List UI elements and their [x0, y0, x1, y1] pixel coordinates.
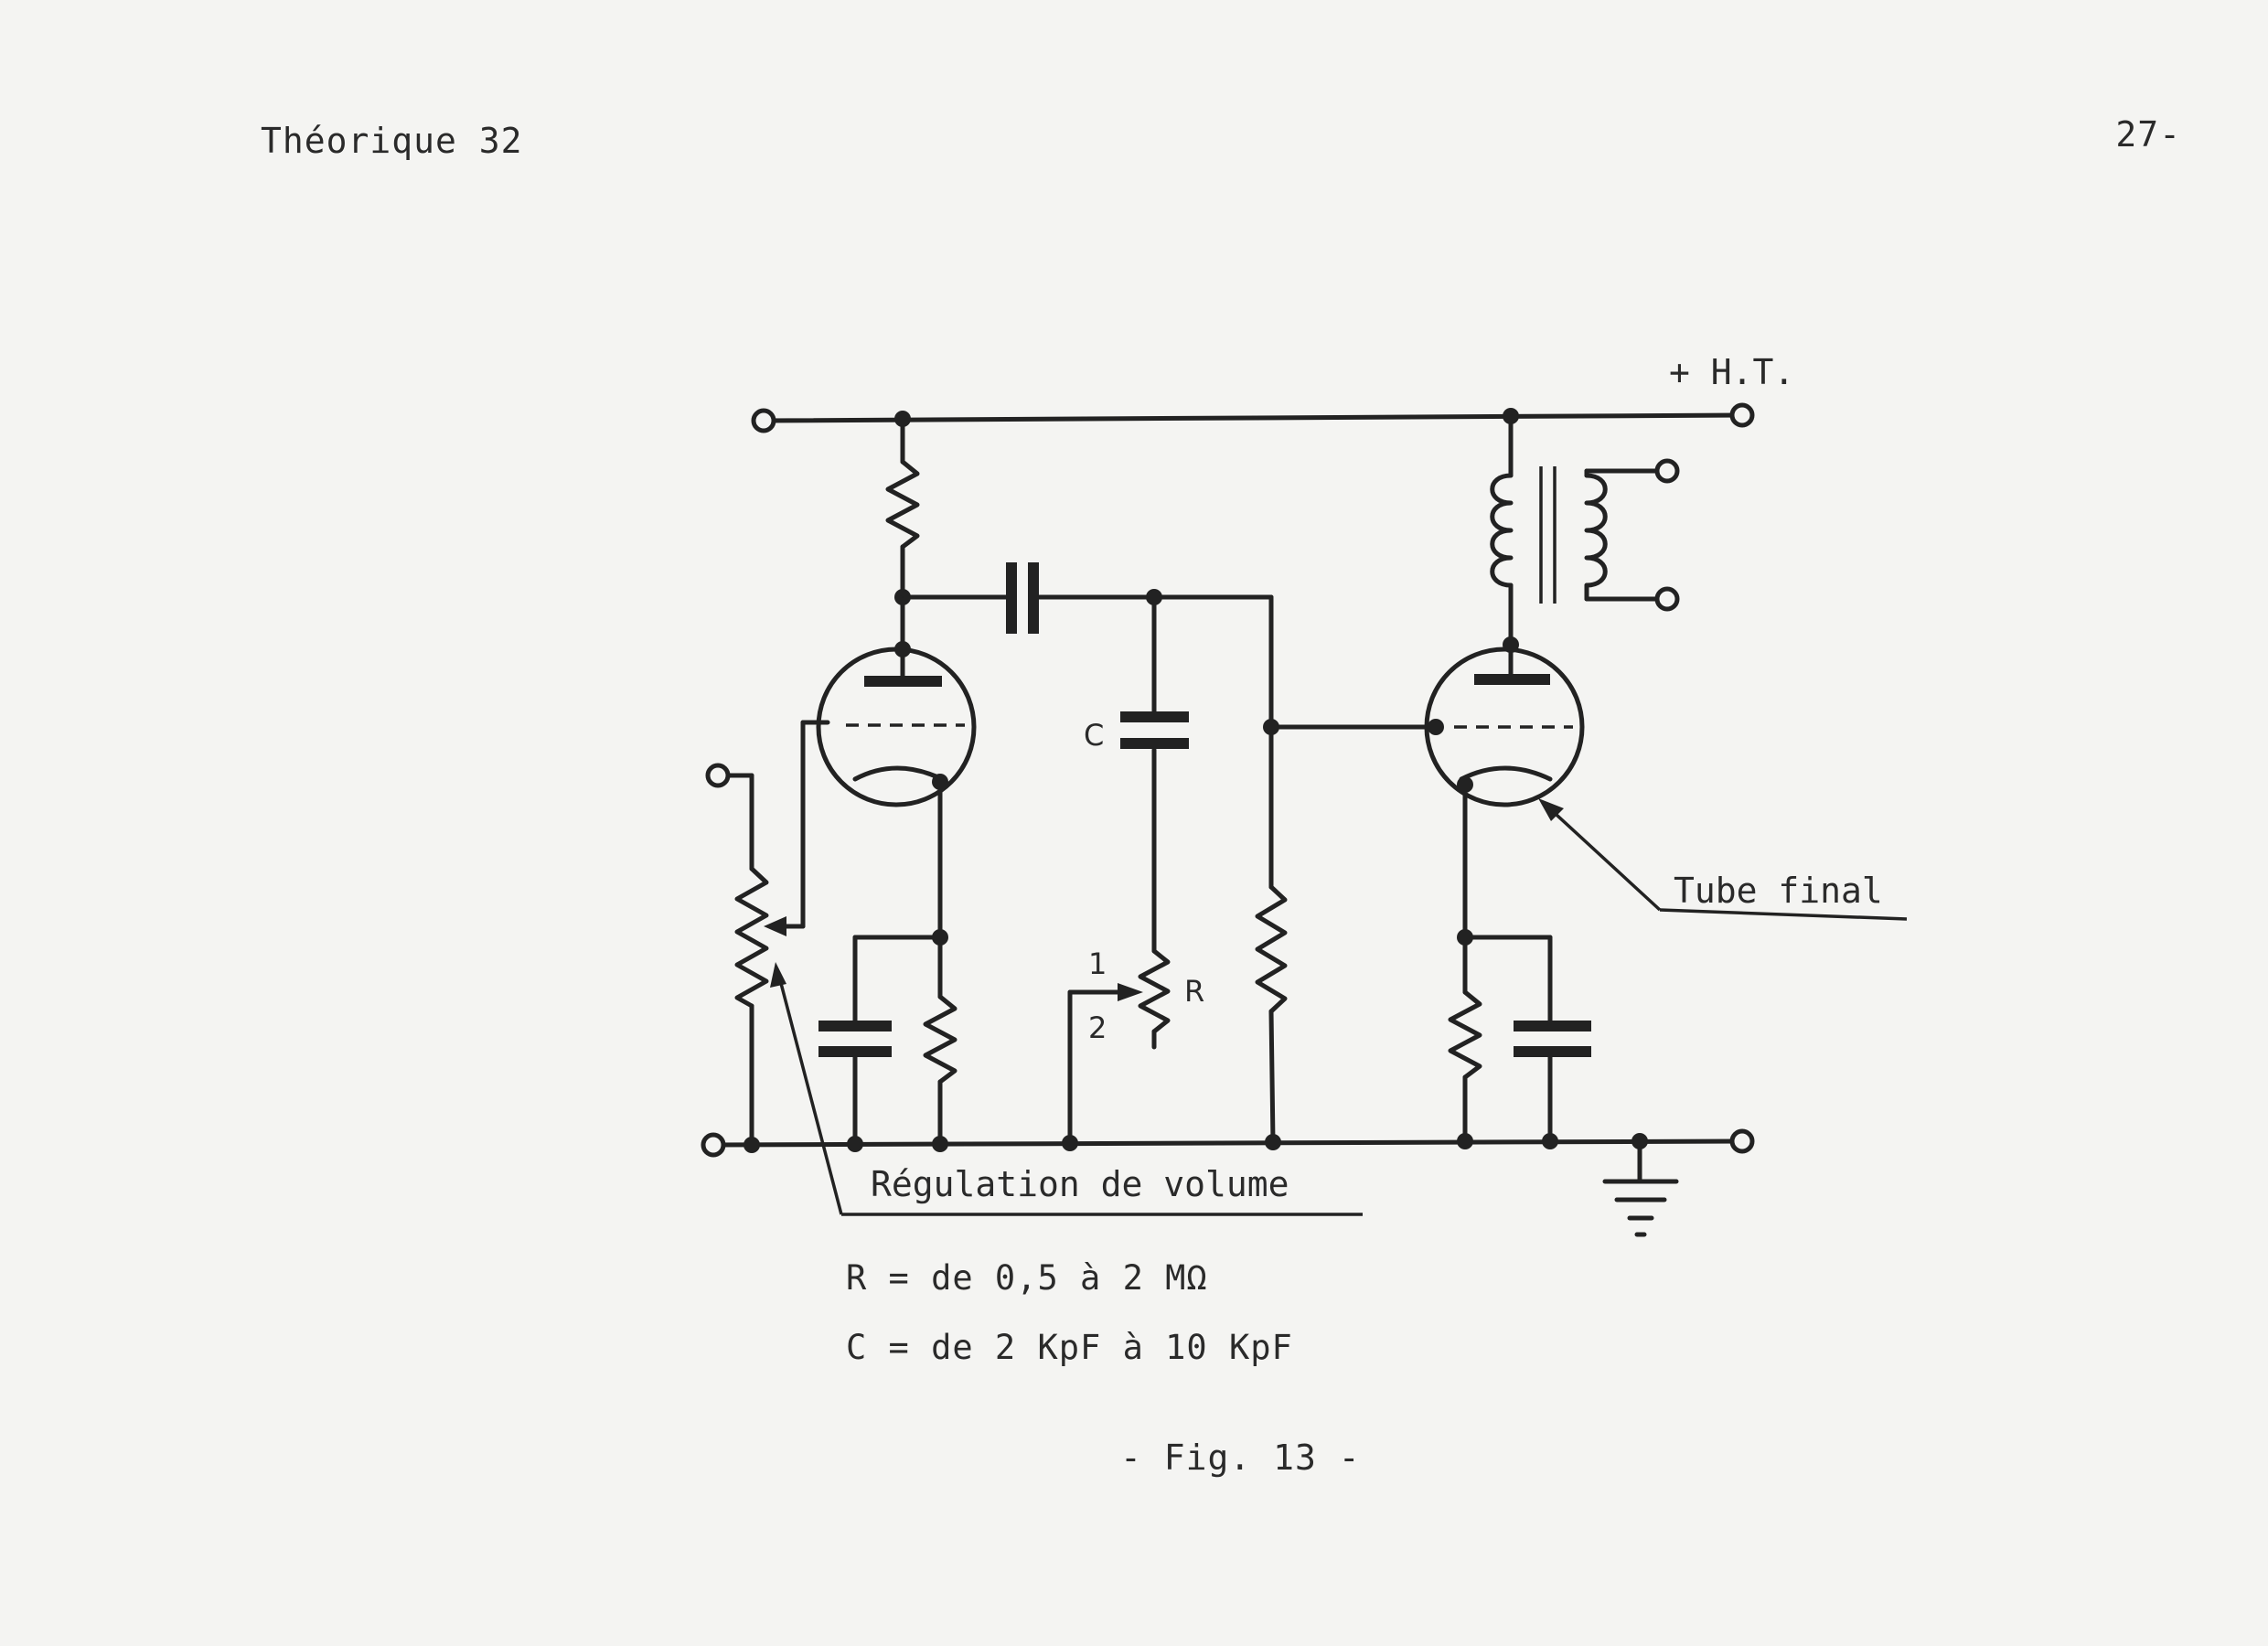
tone-c-label: C: [1084, 718, 1104, 753]
speaker-terminal-2: [1654, 586, 1680, 612]
volume-label: Régulation de volume: [871, 1164, 1289, 1204]
tube-final-callout: [1538, 798, 1908, 921]
ht-rail: [751, 402, 1755, 433]
volume-input-terminal: [705, 763, 731, 788]
page-header-title: Théorique 32: [261, 121, 523, 161]
output-terminal-bottom: [1729, 1128, 1755, 1154]
coupling-capacitor: [900, 562, 1274, 634]
volume-potentiometer: [705, 720, 830, 1148]
figure-caption: - Fig. 13 -: [1120, 1438, 1361, 1478]
plate-resistor-1: [885, 416, 920, 600]
input-terminal-top: [751, 408, 776, 433]
preamp-cathode-network: [818, 779, 957, 1147]
speaker-terminal-1: [1654, 458, 1680, 484]
ht-label: + H.T.: [1669, 352, 1794, 392]
output-transformer: [1490, 413, 1680, 647]
ht-terminal: [1729, 402, 1755, 428]
tone-wiper: [1067, 983, 1143, 1146]
switch-position-1-label: 1: [1088, 946, 1107, 981]
volume-callout: [770, 962, 1363, 1216]
switch-position-2-label: 2: [1088, 1010, 1107, 1045]
preamp-tube: [816, 594, 977, 807]
ground-symbol: [1602, 1138, 1679, 1237]
tone-r-label: R: [1184, 974, 1204, 1009]
tone-branch: [1120, 594, 1189, 1050]
c-value-formula: C = de 2 KpF à 10 KpF: [846, 1328, 1293, 1367]
ground-rail: [701, 1128, 1755, 1158]
grid-resistor-final: [1255, 594, 1439, 1145]
input-terminal-bottom: [701, 1132, 726, 1158]
page-number: 27-: [2115, 114, 2181, 155]
r-value-formula: R = de 0,5 à 2 MΩ: [846, 1258, 1208, 1298]
tube-final-label: Tube final: [1674, 871, 1883, 911]
final-cathode-network: [1448, 782, 1591, 1144]
